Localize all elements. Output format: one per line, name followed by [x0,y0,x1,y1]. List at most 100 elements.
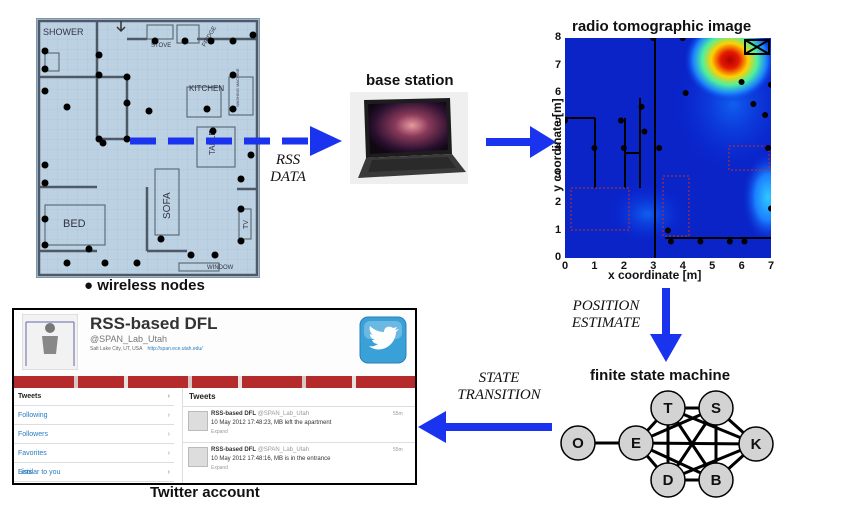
room-tv: TV [243,220,250,229]
fsm-node-label: D [663,472,674,489]
sidebar-item-similar[interactable]: Similar to you› [14,464,174,482]
rti-node-marker [765,145,771,151]
sidebar-item-favorites[interactable]: Favorites› [14,445,174,463]
rti-node-marker [656,145,663,151]
rti-node-marker [617,117,624,124]
node-markers [41,31,257,267]
twitter-caption: Twitter account [150,484,260,501]
tweet-text: 10 May 2012 17:48:16, MB is in the entra… [211,456,331,462]
fsm-node [560,425,596,461]
fsm-node [698,462,734,498]
profile-handle: @SPAN_Lab_Utah [90,334,168,344]
arrow-state-transition [418,411,552,443]
chevron-right-icon: › [167,412,170,419]
tweet-time: 55m [393,411,403,417]
arrow-position-estimate [650,288,682,362]
laptop-image [350,92,468,184]
tweets-panel: Tweets RSS-based DFL @SPAN_Lab_Utah 55m … [182,388,415,483]
fsm-edge [635,441,757,446]
room-sofa: SOFA [162,192,173,219]
tweet-item[interactable]: RSS-based DFL @SPAN_Lab_Utah 55m 10 May … [183,408,415,443]
arrow-to-rti [486,126,556,158]
rti-node-marker [638,103,645,110]
twitter-bird-icon [359,316,407,364]
tweet-avatar [188,447,208,467]
chevron-right-icon: › [167,469,170,476]
chevron-right-icon: › [167,431,170,438]
profile-location: Salt Lake City, UT, USA http://span.ece.… [90,346,203,352]
rti-node-marker [768,205,771,212]
rti-node-marker [620,145,627,151]
rti-node-marker [650,38,657,41]
fsm-node [698,390,734,426]
rti-y-tick: 1 [555,223,562,236]
rti-x-tick: 6 [738,260,745,272]
room-shower: SHOWER [43,27,84,37]
rti-node-marker [741,238,748,245]
arrow-rss-data [130,126,342,156]
fsm-state-o: O [560,425,596,461]
rti-node-marker [726,238,733,245]
tweet-expand-link[interactable]: Expand [211,429,228,435]
rti-y-tick: 4 [555,141,562,153]
tweet-time: 55m [393,447,403,453]
profile-avatar [22,314,78,370]
fsm-node [618,425,654,461]
profile-url[interactable]: http://span.ece.utah.edu/ [147,346,203,352]
node-legend-dot-icon: ● [84,277,94,294]
fsm-state-t: T [650,390,686,426]
rti-y-tick: 3 [555,168,562,181]
room-bed: BED [63,218,86,230]
rti-node-marker [768,81,771,88]
fsm-node [650,462,686,498]
room-kitchen: KITCHEN [189,84,224,93]
fsm-caption: finite state machine [590,367,731,384]
rti-title: radio tomographic image [572,18,752,35]
rti-y-tick: 0 [555,251,562,263]
rti-node-marker [591,145,598,151]
profile-name: RSS-based DFL [90,314,218,333]
tweet-expand-link[interactable]: Expand [211,465,228,471]
rss-data-label: RSS DATA [270,152,306,186]
fsm-node [650,390,686,426]
chevron-right-icon: › [167,450,170,457]
rti-node-marker [641,128,648,135]
tweet-text: 10 May 2012 17:48:23, MB left the apartm… [211,420,332,426]
sidebar-item-followers[interactable]: Followers› [14,426,174,444]
tweet-item[interactable]: RSS-based DFL @SPAN_Lab_Utah 55m 10 May … [183,444,415,478]
fsm-node-label: T [663,400,672,417]
fsm-node-label: O [572,435,584,452]
rti-heatmap [565,38,771,258]
rti-y-tick: 5 [555,113,562,126]
rti-x-tick: 7 [768,260,775,272]
room-window: WINDOW [207,265,234,271]
wireless-nodes-legend: ● wireless nodes [84,277,205,294]
rti-node-marker [665,227,671,234]
fsm-state-d: D [650,462,686,498]
sidebar-item-tweets[interactable]: Tweets› [14,388,174,406]
rti-x-tick: 2 [620,260,627,272]
sidebar-item-following[interactable]: Following› [14,407,174,425]
fsm-node-label: S [711,400,721,417]
rti-node-marker [679,38,686,41]
fsm-state-b: B [698,462,734,498]
profile-banner [14,376,415,388]
rti-x-tick: 4 [679,260,686,272]
position-estimate-label: POSITION ESTIMATE [571,298,641,332]
twitter-profile-screenshot: RSS-based DFL @SPAN_Lab_Utah Salt Lake C… [12,308,417,485]
rti-node-marker [697,238,704,245]
rti-y-tick: 7 [555,58,562,71]
wireless-nodes-caption: wireless nodes [97,277,205,294]
floor-plan-image: SHOWER STOVE FRIDGE KITCHEN TABLE BED SO… [36,18,260,278]
chevron-right-icon: › [167,469,170,476]
state-transition-label: STATE TRANSITION [457,370,541,404]
rti-x-tick: 3 [650,260,657,272]
profile-location-text: Salt Lake City, UT, USA [90,346,143,352]
tweet-author: RSS-based DFL @SPAN_Lab_Utah [211,447,310,453]
rti-node-marker [738,79,745,85]
rti-xlabel: x coordinate [m] [608,268,702,282]
tweet-avatar [188,411,208,431]
rti-x-tick: 5 [709,260,716,272]
fsm-node-label: B [711,472,722,489]
